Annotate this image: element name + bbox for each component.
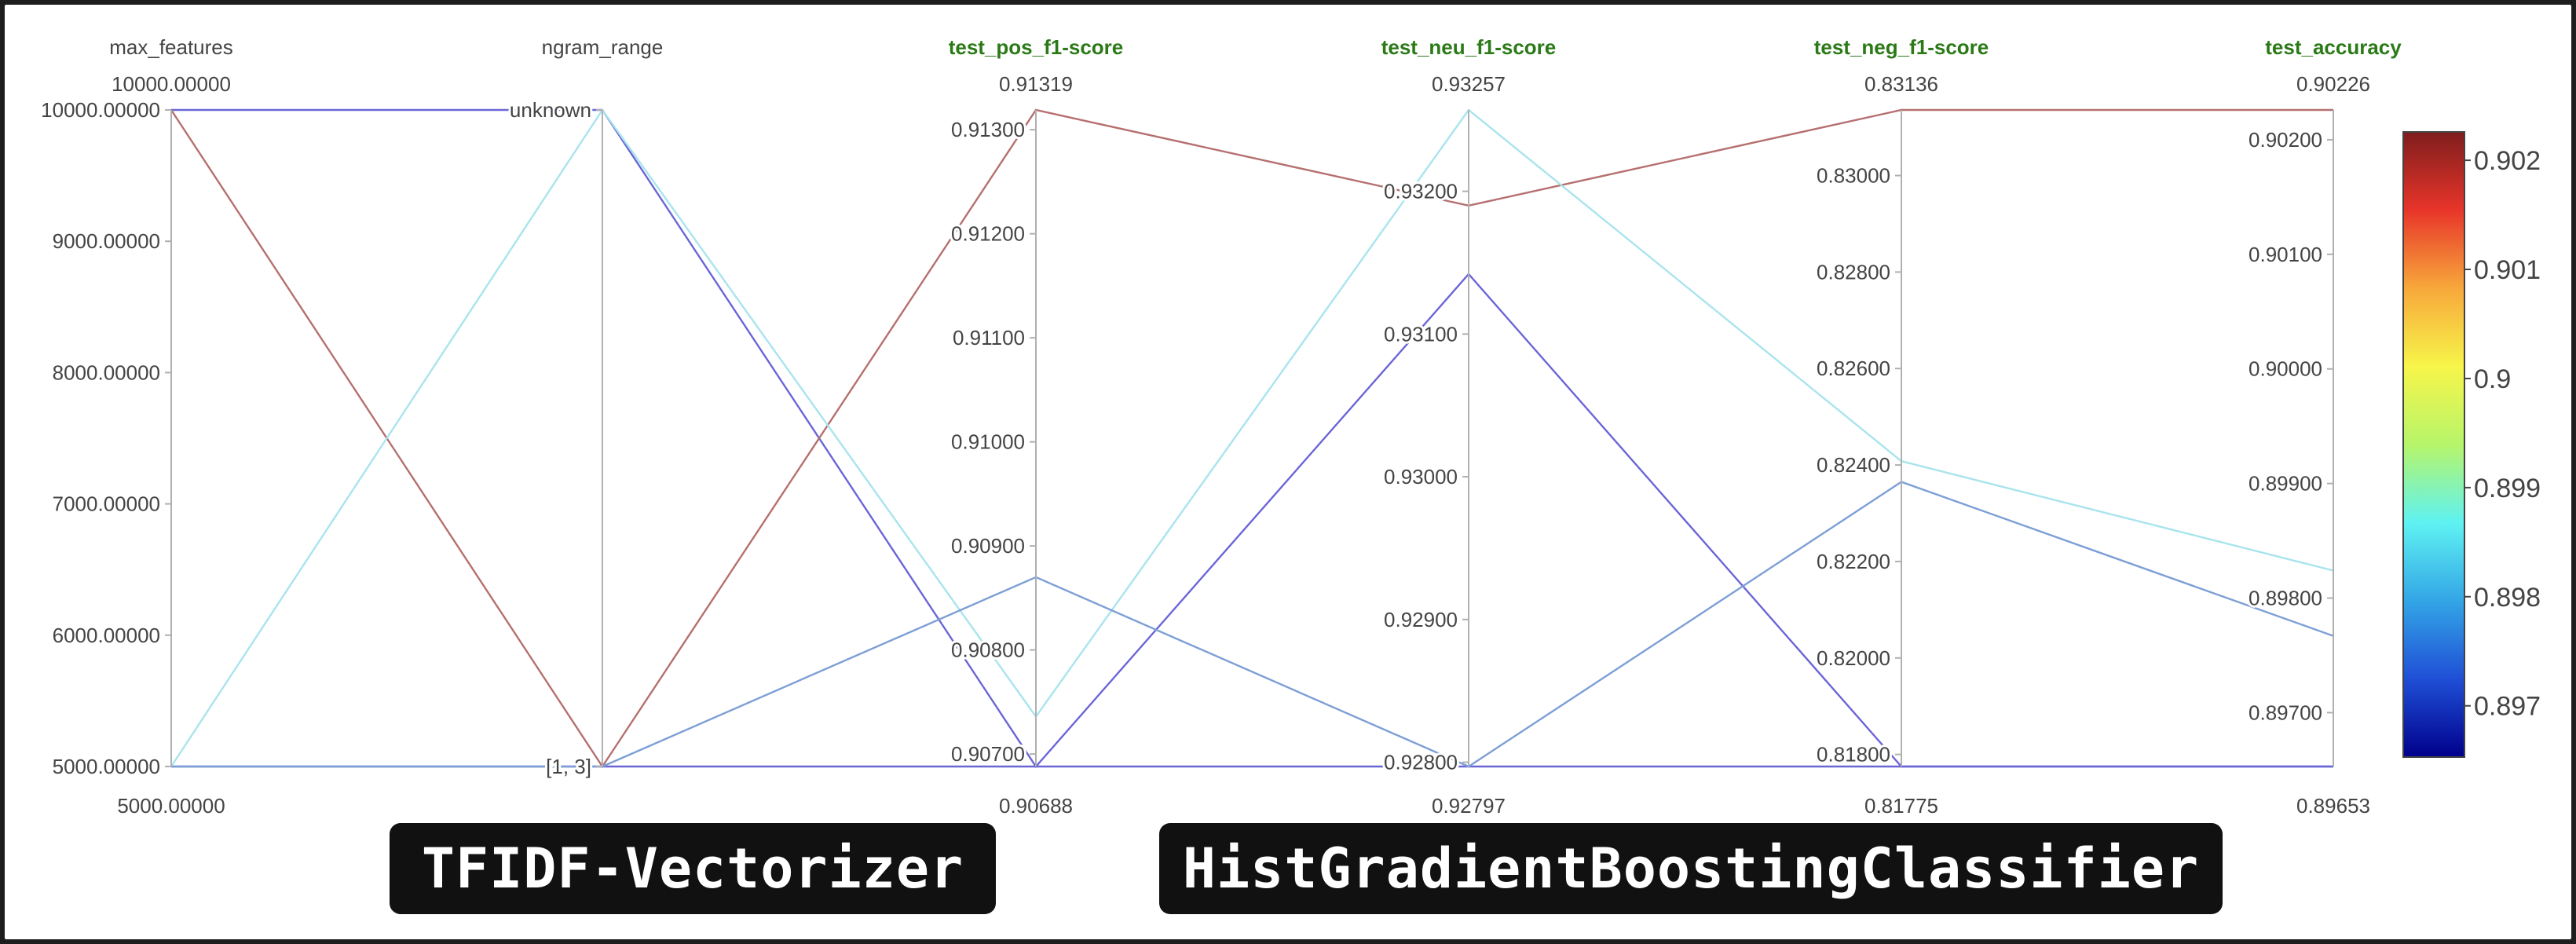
axis-max-label: 0.83136 — [1864, 72, 1938, 96]
vectorizer-badge: TFIDF-Vectorizer — [390, 823, 996, 914]
axis-title: test_neg_f1-score — [1814, 35, 1989, 59]
tick-label: 0.89900 — [2249, 472, 2322, 496]
series-line-2 — [170, 108, 2333, 769]
tick-label: 0.90200 — [2249, 128, 2322, 152]
tick-label: 0.93100 — [1384, 322, 1458, 346]
axis-min-label: 0.89653 — [2296, 794, 2370, 818]
tick-label: 0.92900 — [1384, 608, 1458, 631]
tick-label: 0.90800 — [951, 638, 1025, 662]
tick-label: unknown — [510, 98, 591, 122]
colorbar-tick-label: 0.898 — [2474, 583, 2541, 613]
colorbar: 0.897 0.898 0.899 0.9 0.901 0.902 — [2402, 131, 2541, 758]
axis-1: ngram_range [1, 3] unknown — [507, 35, 664, 781]
tick-label: 0.82400 — [1817, 453, 1890, 477]
colorbar-tick-label: 0.899 — [2474, 474, 2541, 503]
axis-max-label: 10000.00000 — [112, 72, 231, 96]
axis-min-label: 0.90688 — [999, 794, 1073, 818]
axis-2: test_pos_f1-score 0.91319 0.90688 0.90700 0.… — [949, 35, 1124, 818]
figure-frame: max_features 10000.00000 5000.00000 5000.00… — [5, 5, 2571, 939]
tick-label: 6000.00000 — [53, 624, 160, 647]
tick-label: 0.93200 — [1384, 180, 1458, 203]
tick-label: 0.91200 — [951, 222, 1025, 246]
tick-label: 0.82200 — [1817, 550, 1890, 573]
axes: max_features 10000.00000 5000.00000 5000.00… — [38, 35, 2402, 818]
tick-label: [1, 3] — [546, 755, 591, 778]
axis-5: test_accuracy 0.90226 0.89653 0.89700 0.8980… — [2246, 35, 2402, 818]
axis-4: test_neg_f1-score 0.83136 0.81775 0.81800 0.… — [1814, 35, 1989, 818]
classifier-badge: HistGradientBoostingClassifier — [1159, 823, 2223, 914]
tick-label: 0.82800 — [1817, 260, 1890, 284]
axis-title: max_features — [109, 35, 233, 59]
colorbar-tick-label: 0.901 — [2474, 255, 2541, 285]
tick-label: 0.90700 — [951, 742, 1025, 766]
series-lines — [170, 108, 2334, 769]
axis-3: test_neu_f1-score 0.93257 0.92797 0.92800 0.… — [1381, 35, 1557, 818]
axis-max-label: 0.93257 — [1432, 72, 1506, 96]
axis-min-label: 0.92797 — [1432, 794, 1506, 818]
series-line-4 — [171, 481, 2334, 768]
tick-label: 0.81800 — [1817, 743, 1890, 767]
axis-0: max_features 10000.00000 5000.00000 5000.00… — [38, 35, 233, 818]
axis-title: ngram_range — [542, 35, 664, 59]
tick-label: 0.82600 — [1817, 357, 1890, 380]
tick-label: 9000.00000 — [53, 229, 160, 253]
tick-label: 10000.00000 — [41, 98, 160, 122]
colorbar-tick-label: 0.897 — [2474, 692, 2541, 722]
tick-label: 0.90900 — [951, 534, 1025, 558]
tick-label: 0.89800 — [2249, 587, 2322, 610]
tick-label: 0.91000 — [951, 430, 1025, 454]
colorbar-tick-label: 0.902 — [2474, 146, 2541, 176]
tick-label: 0.90100 — [2249, 243, 2322, 266]
axis-max-label: 0.90226 — [2296, 72, 2370, 96]
axis-title: test_accuracy — [2265, 35, 2402, 59]
tick-label: 0.90000 — [2249, 357, 2322, 381]
tick-label: 0.91300 — [951, 118, 1025, 141]
axis-title: test_pos_f1-score — [949, 35, 1124, 59]
tick-label: 0.91100 — [953, 326, 1025, 349]
tick-label: 0.92800 — [1384, 751, 1458, 774]
axis-min-label: 5000.00000 — [117, 794, 225, 818]
tick-label: 5000.00000 — [53, 755, 160, 778]
tick-label: 7000.00000 — [53, 492, 160, 516]
tick-label: 8000.00000 — [53, 360, 160, 384]
tick-label: 0.83000 — [1817, 164, 1890, 188]
colorbar-tick-label: 0.9 — [2474, 364, 2511, 394]
axis-max-label: 0.91319 — [999, 72, 1073, 96]
tick-label: 0.89700 — [2249, 701, 2322, 724]
tick-label: 0.93000 — [1384, 465, 1458, 488]
tick-label: 0.82000 — [1817, 646, 1890, 670]
series-line-1 — [171, 108, 2333, 768]
axis-title: test_neu_f1-score — [1381, 35, 1557, 59]
colorbar-gradient — [2402, 131, 2465, 758]
axis-min-label: 0.81775 — [1864, 794, 1938, 818]
parallel-coordinates-chart: max_features 10000.00000 5000.00000 5000.00… — [38, 35, 2541, 818]
series-line-3 — [170, 108, 2334, 767]
